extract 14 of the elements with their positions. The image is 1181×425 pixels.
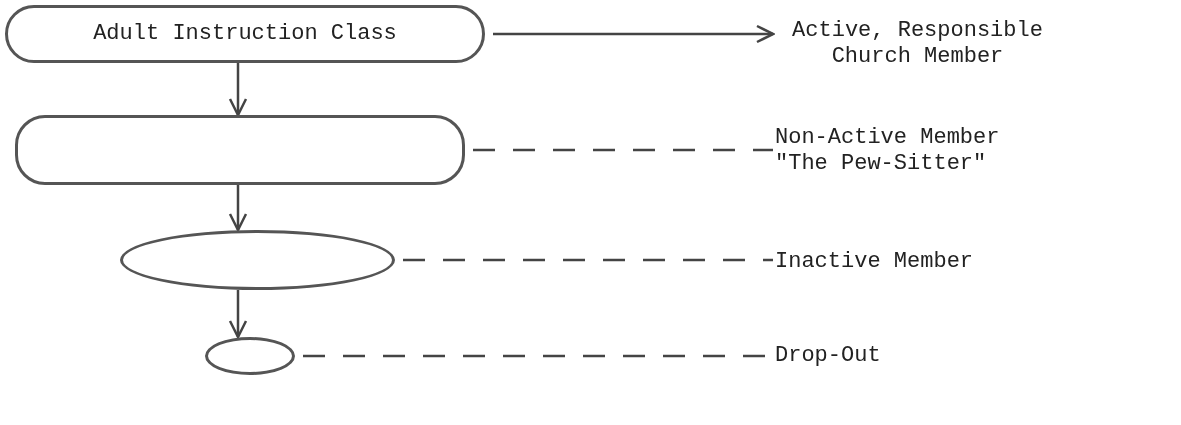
rounded-box — [15, 115, 465, 185]
arrow — [493, 24, 775, 44]
stage-label: Non-Active Member "The Pew-Sitter" — [775, 125, 1001, 177]
arrow — [228, 185, 248, 232]
oval-shape — [205, 337, 295, 375]
dashed-line — [473, 148, 773, 152]
dashed-line — [403, 258, 773, 262]
stage-label: Drop-Out — [775, 343, 882, 369]
arrow — [228, 290, 248, 339]
stage-label: Active, Responsible Church Member — [791, 18, 1044, 70]
oval-shape — [120, 230, 395, 290]
stage-label: Inactive Member — [775, 249, 975, 275]
arrow — [228, 63, 248, 117]
stage-box: Adult Instruction Class — [5, 5, 485, 63]
